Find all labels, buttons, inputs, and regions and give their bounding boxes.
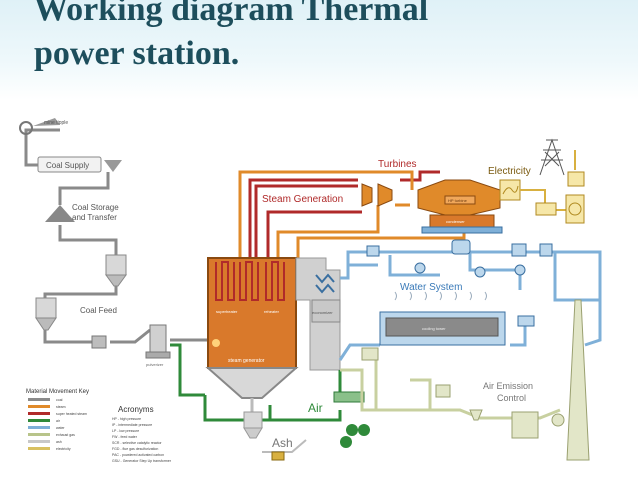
electricity-label: Electricity [488,166,531,177]
water-treatment [517,315,535,327]
superheater-label: superheater [216,309,238,314]
air-fans [333,391,370,448]
water-system-label: Water System [400,282,462,293]
key-swatch-ash [28,440,50,443]
coal-supply-label: Coal Supply [46,161,89,170]
key-swatch-water [28,426,50,429]
hp-turbine [361,183,393,207]
pulverizer [145,324,171,359]
acronym-hp: HP - high pressure [112,417,141,421]
air-emission-label-2: Control [497,393,526,403]
acronyms-title: Acronyms [118,405,154,414]
steam-generation-label: Steam Generation [262,194,343,205]
title-line-2: power station. [34,35,240,72]
key-label-exhaust: exhaust gas [56,433,75,437]
coal-feed-label: Coal Feed [80,306,117,315]
acronym-pac: PAC - powdered activated carbon [112,453,164,457]
air-label: Air [308,401,323,415]
acronym-fw: FW - feed water [112,435,138,439]
coal-storage-pile [45,205,75,222]
key-swatch-air [28,419,50,422]
acronym-lp: LP - low pressure [112,429,139,433]
title-banner: Working diagram Thermal power station. [0,0,638,100]
mine-label: mine tipple [44,120,68,126]
key-label-water: water [56,426,65,430]
key-label-air: air [56,419,61,423]
acronyms-list: Acronyms HP - high pressure IP - interme… [112,405,172,463]
page-title: Working diagram Thermal power station. [34,0,428,76]
coal-silo [105,254,127,287]
water-pumps [366,239,553,278]
key-label-electricity: electricity [56,447,71,451]
material-movement-key: Material Movement Key coal steam super h… [26,389,89,451]
pulverizer-label: pulverizer [146,362,164,367]
ash-handling [243,398,307,461]
coal-feed-bunker [35,297,57,331]
acronym-fgd: FGD - flue gas desulfurization [112,447,158,451]
acronym-gsu: GSU - Generator Step Up transformer [112,459,172,463]
heat-exchanger [315,273,335,294]
coal-supply-hopper [37,156,122,173]
hp-turbine-label: HP turbine [448,198,468,203]
coal-storage-label-2: and Transfer [72,213,117,222]
boiler-steam-generator [205,257,299,399]
key-label-ash: ash [56,440,62,444]
key-swatch-exhaust [28,433,50,436]
coal-storage-label-1: Coal Storage [72,203,119,212]
title-line-1: Working diagram Thermal [34,0,429,28]
coal-feeder [91,335,107,349]
cooling-tower-label: cooling tower [422,326,446,331]
reheater-label: reheater [264,309,280,314]
condenser-label: condenser [446,219,465,224]
acronym-ip: IP - intermediate pressure [112,423,152,427]
condenser [421,214,503,234]
key-swatch-superheated [28,412,50,415]
key-label-steam: steam [56,405,66,409]
coal-path [24,128,215,344]
superheated-steam-lines [248,170,440,260]
water-lines [338,250,602,361]
lp-turbine [417,179,501,216]
key-swatch-coal [28,398,50,401]
key-swatch-steam [28,405,50,408]
key-label-superheated: super heated steam [56,412,87,416]
generator [499,179,521,201]
air-emission-label-1: Air Emission [483,381,533,391]
economizer-label: economizer [312,310,333,315]
key-title: Material Movement Key [26,389,89,395]
ash-label: Ash [272,436,293,450]
key-items: coal steam super heated steam air water … [28,398,87,451]
key-swatch-electricity [28,447,50,450]
cooling-tower [379,291,506,346]
emission-equipment [361,299,590,461]
turbines-label: Turbines [378,159,417,170]
transformer [535,171,585,224]
mine-tipple [19,118,60,135]
transmission-tower-icon [539,138,565,176]
acronym-scr: SCR - selective catalytic reactor [112,441,162,445]
key-label-coal: coal [56,398,63,402]
steam-generator-label: steam generator [228,358,265,364]
